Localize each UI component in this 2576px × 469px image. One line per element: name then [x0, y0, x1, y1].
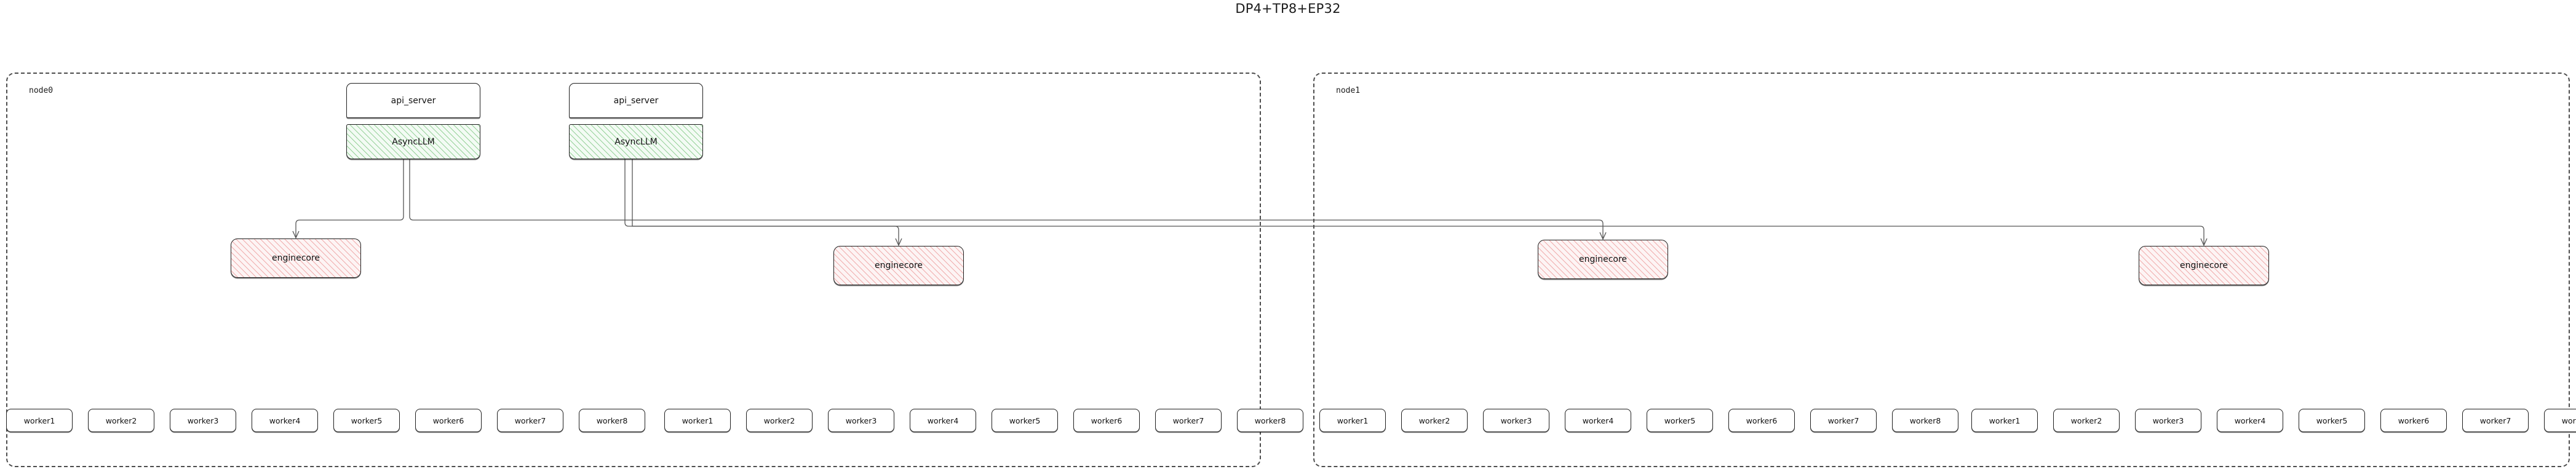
worker-box[interactable]: worker5	[333, 409, 400, 432]
enginecore-box[interactable]: enginecore	[231, 238, 361, 278]
worker-box[interactable]: worker2	[746, 409, 813, 432]
page-title: DP4+TP8+EP32	[1235, 1, 1341, 16]
enginecore-box[interactable]: enginecore	[2139, 246, 2269, 285]
worker-box[interactable]: worker4	[2217, 409, 2283, 432]
worker-box[interactable]: worker3	[170, 409, 236, 432]
node-label-node0: node0	[29, 86, 54, 95]
worker-box[interactable]: worker3	[1483, 409, 1549, 432]
worker-box[interactable]: worker7	[1810, 409, 1877, 432]
enginecore-box[interactable]: enginecore	[833, 246, 964, 285]
worker-box[interactable]: worker1	[664, 409, 731, 432]
worker-box[interactable]: worker2	[2053, 409, 2120, 432]
worker-box[interactable]: worker6	[1728, 409, 1795, 432]
worker-box[interactable]: worker4	[252, 409, 318, 432]
worker-box[interactable]: worker7	[497, 409, 563, 432]
enginecore-box[interactable]: enginecore	[1538, 240, 1668, 279]
api-server-box[interactable]: api_server	[569, 83, 703, 118]
worker-box[interactable]: worker3	[828, 409, 894, 432]
worker-box[interactable]: worker8	[2544, 409, 2576, 432]
worker-box[interactable]: worker7	[2462, 409, 2529, 432]
worker-box[interactable]: worker8	[1892, 409, 1958, 432]
worker-box[interactable]: worker4	[1565, 409, 1631, 432]
worker-box[interactable]: worker2	[1401, 409, 1468, 432]
worker-box[interactable]: worker5	[2299, 409, 2365, 432]
worker-box[interactable]: worker8	[579, 409, 645, 432]
worker-box[interactable]: worker6	[415, 409, 482, 432]
worker-box[interactable]: worker3	[2135, 409, 2201, 432]
worker-box[interactable]: worker2	[88, 409, 154, 432]
worker-box[interactable]: worker4	[910, 409, 976, 432]
node-label-node1: node1	[1336, 86, 1361, 95]
asyncllm-box[interactable]: AsyncLLM	[346, 124, 480, 159]
asyncllm-box[interactable]: AsyncLLM	[569, 124, 703, 159]
node-container-node0	[6, 73, 1261, 467]
node-container-node1	[1313, 73, 2570, 467]
worker-box[interactable]: worker1	[1971, 409, 2038, 432]
worker-box[interactable]: worker1	[6, 409, 73, 432]
worker-box[interactable]: worker1	[1319, 409, 1386, 432]
worker-box[interactable]: worker6	[1073, 409, 1140, 432]
worker-box[interactable]: worker5	[1647, 409, 1713, 432]
worker-box[interactable]: worker7	[1155, 409, 1222, 432]
worker-box[interactable]: worker6	[2380, 409, 2447, 432]
worker-box[interactable]: worker5	[992, 409, 1058, 432]
api-server-box[interactable]: api_server	[346, 83, 480, 118]
worker-box[interactable]: worker8	[1237, 409, 1303, 432]
